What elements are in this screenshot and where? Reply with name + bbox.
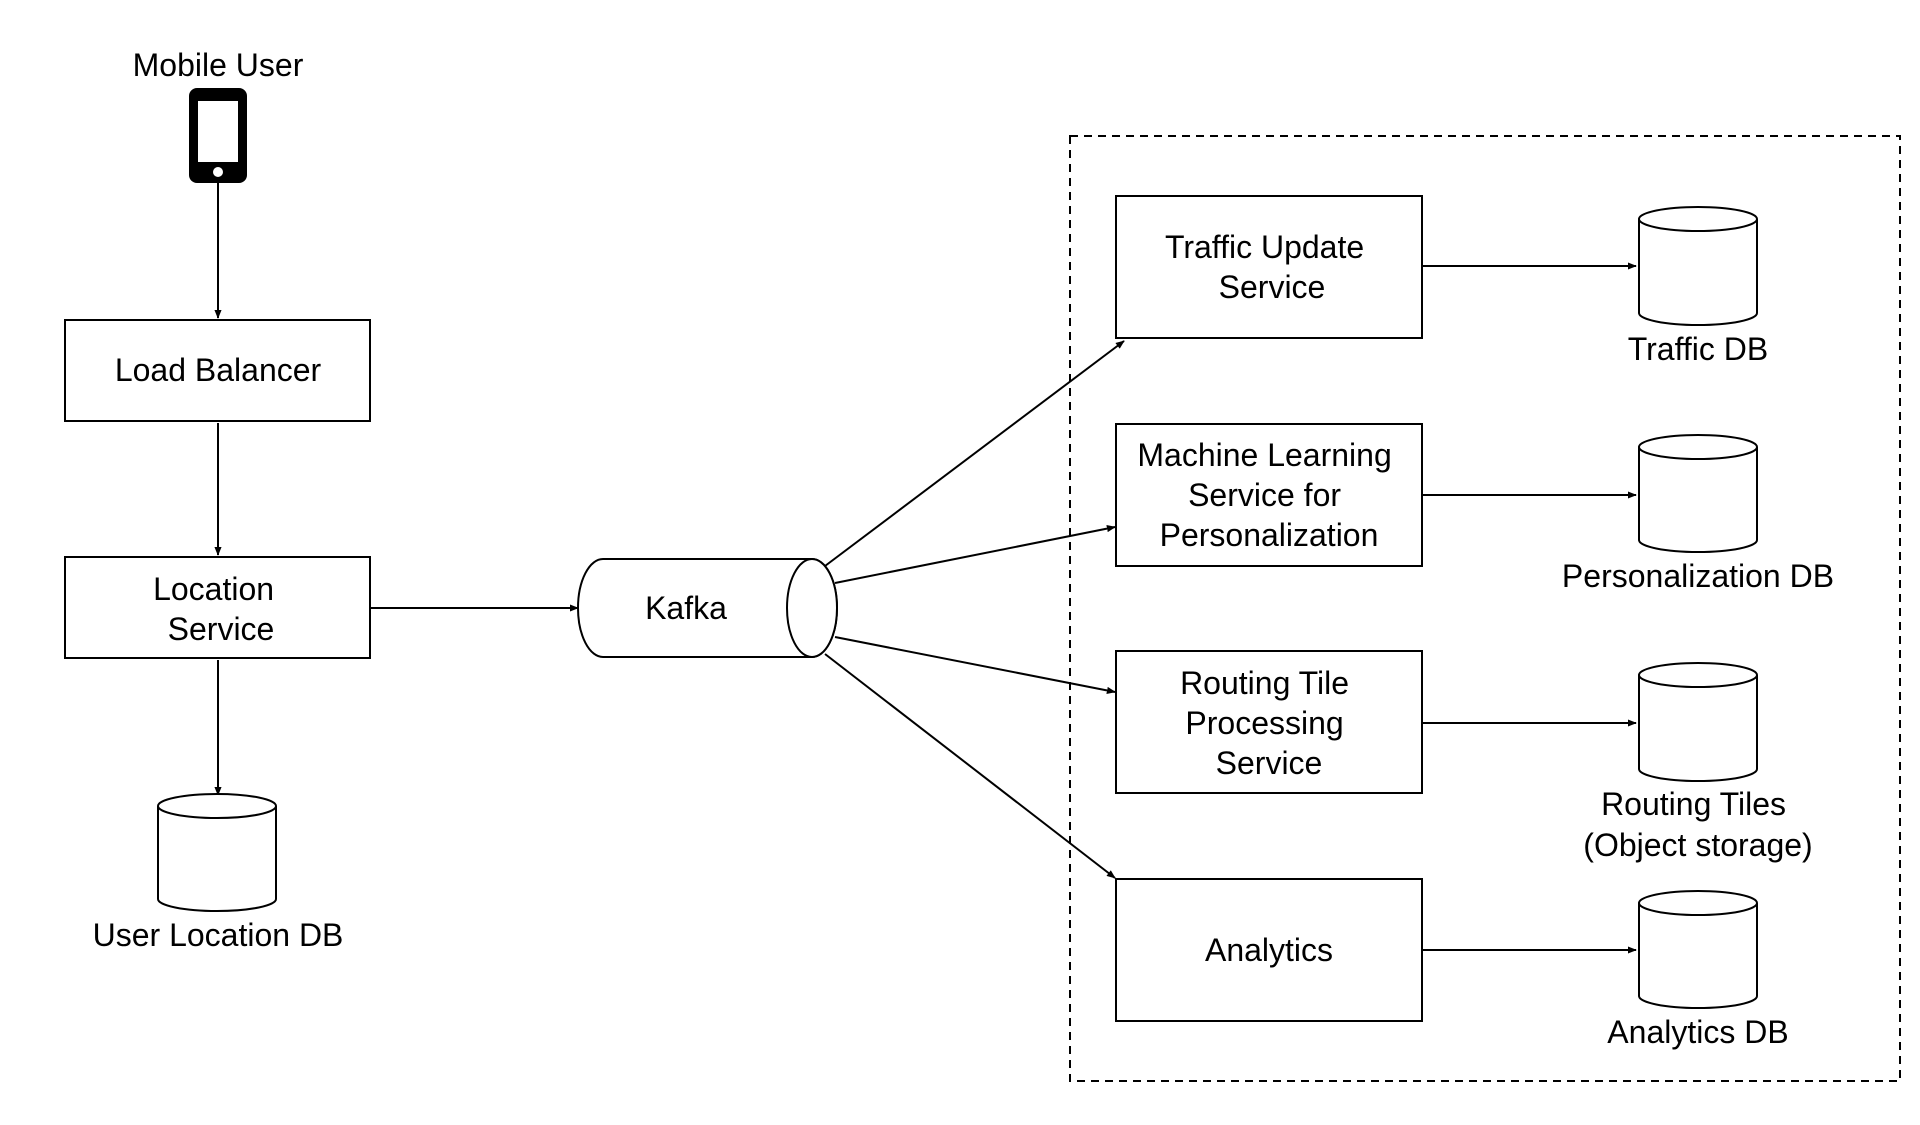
queue-cylinder-icon [577, 558, 838, 658]
kafka-node: Kafka [577, 558, 838, 658]
analytics-node: Analytics [1115, 878, 1423, 1022]
traffic-update-service-label-line-1: Traffic Update [1165, 229, 1364, 265]
traffic-update-service-node: Traffic Update Service [1115, 195, 1423, 339]
smartphone-icon [189, 88, 247, 183]
services-group-boundary [1069, 135, 1901, 1082]
ml-personalization-service-node: Machine Learning Service for Personaliza… [1115, 423, 1423, 567]
personalization-db-node: Personalization DB [1562, 434, 1834, 594]
svg-text:Machine Learning Service: Machine Learning Service for Personaliza… [1137, 437, 1400, 553]
database-cylinder-icon [1638, 206, 1758, 326]
svg-text:Personalization DB: Personalization DB [1562, 558, 1834, 594]
traffic-update-service-label-line-2: Service [1219, 269, 1326, 305]
svg-text:Traffic DB: Traffic DB [1628, 331, 1768, 367]
routing-tiles-label-line-1: Routing Tiles [1601, 786, 1786, 822]
routing-tiles-label-line-2: (Object storage) [1583, 827, 1812, 863]
mobile-user-label: Mobile User [133, 47, 304, 83]
ml-service-label-line-2: Service for [1188, 477, 1341, 513]
svg-text:Analytics DB: Analytics DB [1607, 1014, 1788, 1050]
routing-tile-service-label-line-3: Service [1216, 745, 1323, 781]
svg-text:Routing Tiles (Object st: Routing Tiles (Object storage) [1583, 786, 1812, 863]
svg-text:Location Service: Location Service [153, 571, 283, 647]
database-cylinder-icon [1638, 890, 1758, 1009]
svg-text:Kafka: Kafka [645, 590, 727, 626]
analytics-db-node: Analytics DB [1607, 890, 1789, 1050]
database-cylinder-icon [157, 793, 277, 912]
database-cylinder-icon [1638, 434, 1758, 553]
edge-kafka-to-routing-tile-processing-service [834, 636, 1116, 694]
edge-kafka-to-ml-personalization-service [834, 525, 1116, 584]
svg-text:Load Balancer: Load Balancer [115, 352, 322, 388]
routing-tile-service-label-line-2: Processing [1185, 705, 1343, 741]
svg-text:Traffic Update Service: Traffic Update Service [1165, 229, 1373, 305]
location-service-label-line-2: Service [168, 611, 275, 647]
traffic-db-node: Traffic DB [1628, 206, 1768, 367]
svg-text:Routing Tile Processing: Routing Tile Processing Service [1180, 665, 1358, 781]
routing-tiles-storage-node: Routing Tiles (Object storage) [1583, 662, 1813, 863]
user-location-db-node: User Location DB [93, 793, 344, 953]
edge-kafka-to-traffic-update-service [824, 340, 1125, 567]
routing-tile-processing-service-node: Routing Tile Processing Service [1115, 650, 1423, 794]
svg-text:User Location DB: User Location DB [93, 917, 344, 953]
location-service-label-line-1: Location [153, 571, 274, 607]
edge-kafka-to-analytics [824, 653, 1116, 879]
routing-tile-service-label-line-1: Routing Tile [1180, 665, 1349, 701]
load-balancer-node: Load Balancer [64, 319, 371, 422]
svg-text:Analytics: Analytics [1205, 932, 1333, 968]
ml-service-label-line-1: Machine Learning [1137, 437, 1391, 473]
ml-service-label-line-3: Personalization [1160, 517, 1379, 553]
location-service-node: Location Service [64, 556, 371, 659]
database-cylinder-icon [1638, 662, 1758, 782]
